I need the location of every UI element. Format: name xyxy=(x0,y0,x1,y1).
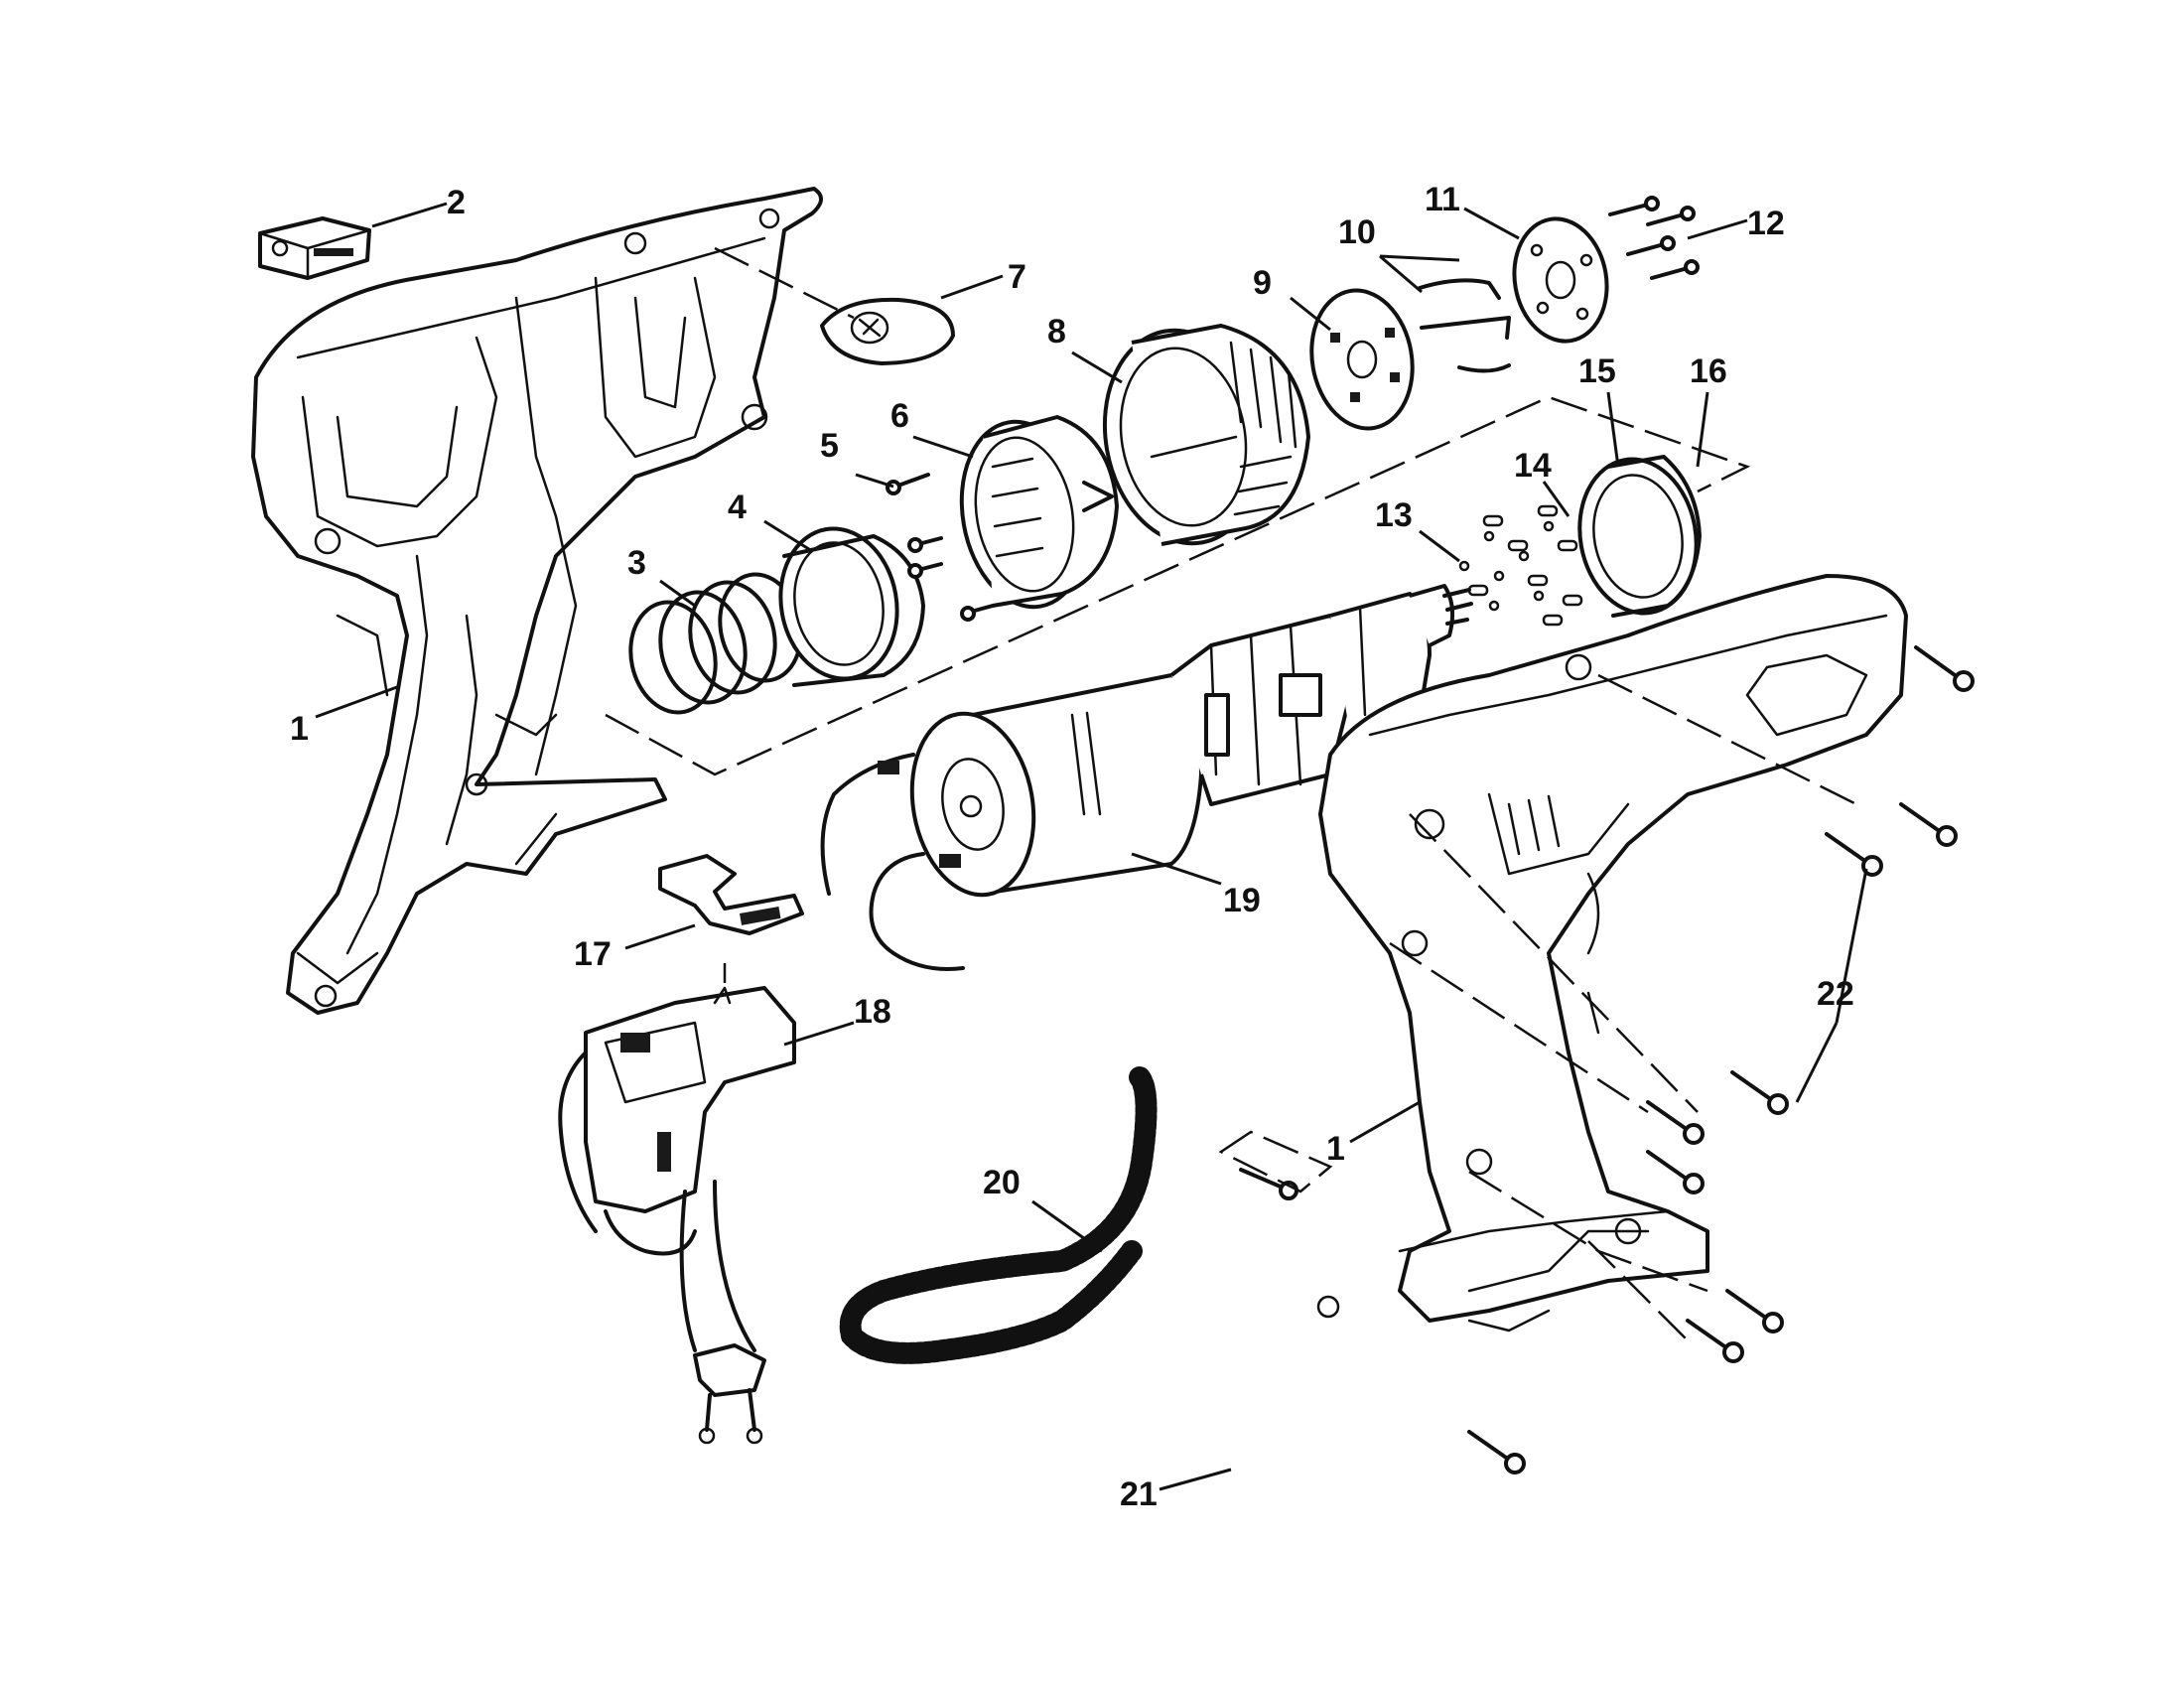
part-5-screw xyxy=(886,473,930,495)
callout-17: 17 xyxy=(574,935,612,973)
callout-15: 15 xyxy=(1578,352,1616,390)
part-6-gear-housing xyxy=(907,415,1119,622)
callout-1b: 1 xyxy=(1326,1130,1345,1168)
callout-11: 11 xyxy=(1425,181,1460,218)
callout-14: 14 xyxy=(1514,447,1552,485)
callout-21: 21 xyxy=(1120,1475,1158,1513)
callout-8: 8 xyxy=(1047,313,1066,351)
part-9-clutch-plate xyxy=(1309,288,1415,431)
part-4-ring-gear xyxy=(778,526,925,687)
parts-13-14-balls-and-pins xyxy=(1458,504,1583,627)
part-11-end-plate xyxy=(1512,216,1609,344)
part-17-contact-plate xyxy=(658,854,804,935)
callout-13: 13 xyxy=(1375,496,1413,534)
part-7-switch-cap xyxy=(820,297,955,365)
part-18-trigger-switch xyxy=(558,986,796,1445)
part-10-spring-clips xyxy=(1418,278,1511,373)
callout-22: 22 xyxy=(1817,975,1854,1013)
part-3-springs xyxy=(628,572,803,715)
callout-1a: 1 xyxy=(290,710,309,748)
callout-2: 2 xyxy=(447,184,466,221)
callout-12: 12 xyxy=(1747,205,1785,242)
callout-10: 10 xyxy=(1338,213,1376,251)
callout-6: 6 xyxy=(890,397,909,435)
callout-18: 18 xyxy=(854,993,891,1031)
callout-leaders xyxy=(315,202,1868,1491)
parts-15-16-bearing-ring xyxy=(1577,455,1702,618)
assembly-guide-lines xyxy=(605,246,1857,1341)
callout-labels: 1 1 2 3 4 5 6 7 8 9 10 11 12 13 14 15 16… xyxy=(290,181,1854,1513)
part-19-motor-gearbox xyxy=(820,584,1473,971)
part-2-lock-button xyxy=(258,216,371,280)
callout-19: 19 xyxy=(1223,882,1261,919)
part-20-wrist-strap xyxy=(839,1066,1158,1364)
right-housing-half xyxy=(1316,574,1908,1333)
callout-3: 3 xyxy=(627,544,646,582)
callout-9: 9 xyxy=(1253,264,1272,302)
callout-4: 4 xyxy=(728,489,747,526)
callout-5: 5 xyxy=(820,427,839,465)
screws-21-22 xyxy=(1239,645,1975,1474)
callout-20: 20 xyxy=(983,1164,1021,1201)
callout-7: 7 xyxy=(1008,258,1026,296)
callout-16: 16 xyxy=(1690,352,1727,390)
part-8-clutch-collar xyxy=(1102,324,1310,546)
part-12-screws xyxy=(1608,196,1700,280)
left-housing-half xyxy=(251,187,823,1015)
